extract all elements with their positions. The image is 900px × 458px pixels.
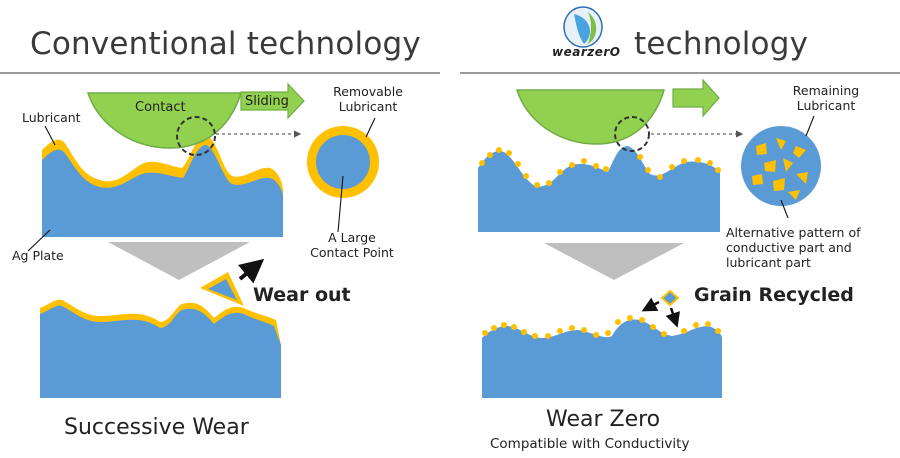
- right-title: technology: [634, 26, 809, 62]
- left-title-rule: [0, 72, 440, 74]
- label-remaining: Remaining Lubricant: [784, 83, 868, 113]
- right-metal-surface: [478, 146, 720, 232]
- label-removable-line1: Removable: [333, 84, 403, 99]
- right-sliding-arrow: [672, 78, 720, 118]
- left-contact-point-leader: [337, 175, 344, 233]
- right-caption: Wear Zero: [546, 407, 661, 432]
- left-removable-leader: [365, 117, 376, 138]
- right-recycle-arrow-down: [665, 307, 680, 328]
- right-down-triangle: [544, 243, 684, 280]
- left-title: Conventional technology: [30, 26, 421, 62]
- label-grain-recycled: Grain Recycled: [694, 284, 854, 306]
- left-sliding-arrow: [240, 82, 305, 120]
- label-large-contact: A Large Contact Point: [296, 230, 408, 260]
- right-bottom-metal: [482, 319, 722, 398]
- left-zoom-inner: [316, 135, 370, 189]
- label-lubricant: Lubricant: [22, 110, 81, 125]
- left-worn-particle-metal: [208, 279, 237, 300]
- label-removable: Removable Lubricant: [326, 84, 410, 114]
- left-down-triangle: [108, 242, 250, 280]
- right-contact-shape: [515, 89, 666, 145]
- label-alternative-line1: Alternative pattern of: [726, 225, 861, 240]
- label-alternative: Alternative pattern of conductive part a…: [726, 225, 861, 270]
- right-zoom-grains: [752, 138, 808, 200]
- right-recycled-grain: [660, 289, 680, 307]
- label-alternative-line2: conductive part and: [726, 240, 852, 255]
- left-ag-plate: [42, 145, 283, 237]
- right-bottom-grains: [482, 315, 721, 339]
- label-ag-plate: Ag Plate: [12, 248, 64, 263]
- label-wear-out: Wear out: [253, 284, 351, 306]
- right-alternative-leader: [780, 199, 789, 219]
- left-bottom-metal: [40, 305, 281, 398]
- wearzero-logo-text: wearzerO: [552, 45, 621, 59]
- right-contact-circle: [614, 116, 650, 152]
- label-contact: Contact: [135, 100, 186, 115]
- right-zoom-circle: [741, 126, 821, 206]
- left-lubricant-leader: [44, 125, 56, 146]
- left-agplate-leader: [27, 229, 51, 252]
- left-wear-arrow: [238, 258, 265, 284]
- label-remaining-line1: Remaining: [792, 83, 860, 98]
- label-removable-line2: Lubricant: [338, 99, 398, 114]
- right-remaining-leader: [805, 115, 815, 137]
- left-contact-shape: [86, 92, 243, 149]
- wearzero-logo-icon: [563, 6, 603, 48]
- right-subcaption: Compatible with Conductivity: [490, 436, 690, 452]
- label-large-contact-line2: Contact Point: [310, 245, 394, 260]
- right-recycle-arrow-up: [641, 297, 660, 312]
- label-sliding: Sliding: [245, 94, 289, 109]
- left-contact-circle: [176, 116, 216, 156]
- label-alternative-line3: lubricant part: [726, 255, 811, 270]
- left-caption: Successive Wear: [64, 415, 249, 440]
- right-title-rule: [460, 72, 900, 74]
- label-large-contact-line1: A Large: [328, 230, 376, 245]
- label-remaining-line2: Lubricant: [796, 98, 856, 113]
- right-surface-grains: [479, 147, 721, 188]
